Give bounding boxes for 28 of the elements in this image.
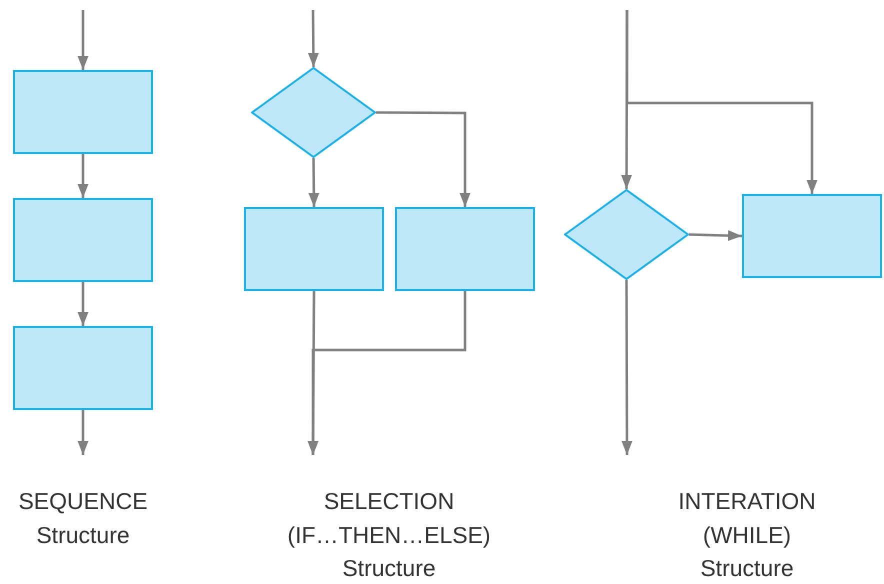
arrow	[376, 111, 470, 207]
arrow	[78, 154, 88, 198]
caption-text: Structure	[36, 524, 130, 547]
process-box	[395, 207, 535, 291]
caption-text: SEQUENCE	[18, 490, 148, 513]
arrow	[621, 10, 632, 189]
process-box	[244, 207, 384, 291]
arrow	[688, 230, 742, 242]
caption-text: (IF…THEN…ELSE)	[287, 524, 491, 547]
process-box	[13, 198, 153, 282]
caption-text: Structure	[700, 557, 794, 580]
arrow	[308, 291, 466, 455]
arrow	[78, 282, 88, 326]
process-box	[742, 194, 882, 278]
arrow	[308, 158, 320, 208]
caption-text: INTERATION	[678, 490, 816, 513]
arrow	[626, 10, 818, 194]
arrow	[622, 280, 632, 455]
arrow	[308, 10, 319, 68]
process-box	[13, 326, 153, 410]
process-box	[13, 70, 153, 154]
caption-text: (WHILE)	[702, 524, 792, 547]
decision-diamond	[564, 189, 689, 280]
caption-text: Structure	[342, 557, 436, 580]
decision-diamond	[251, 67, 376, 158]
arrow	[78, 410, 88, 455]
arrow	[78, 10, 88, 70]
caption-text: SELECTION	[324, 490, 454, 513]
